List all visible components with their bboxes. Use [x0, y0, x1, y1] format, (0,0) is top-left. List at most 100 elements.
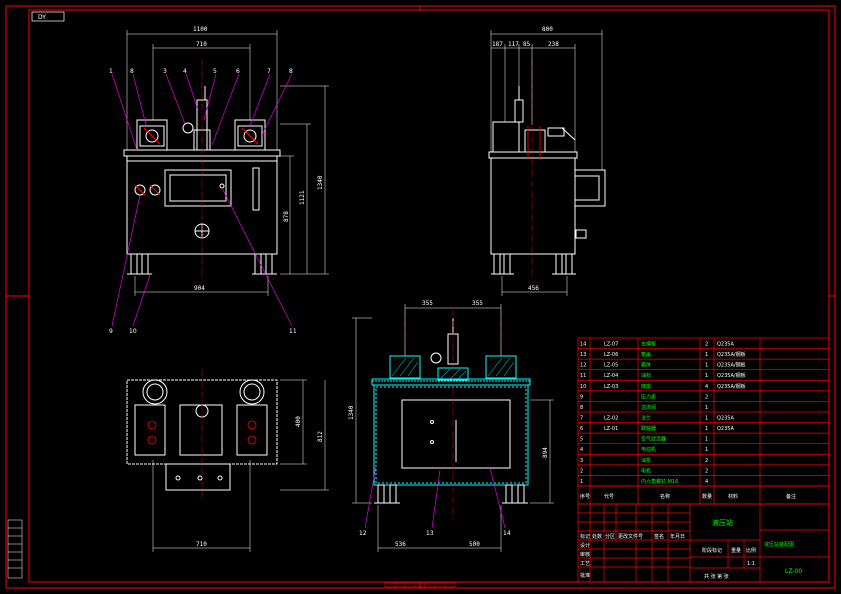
parts-cell-qty: 2 [705, 458, 708, 464]
front-balloon-11: 11 [289, 328, 297, 335]
tb-col-zone: 分区 [605, 533, 615, 540]
dim-front-overall-width: 1100 [193, 26, 208, 33]
front-balloon-2: 8 [130, 68, 134, 75]
dim-front-inner-width: 710 [196, 41, 207, 48]
parts-cell-qty: 2 [705, 468, 708, 474]
tb-company: 液压站装配图 [764, 541, 794, 548]
parts-cell-name: 支撑板 [641, 341, 656, 348]
parts-cell-qty: 1 [705, 373, 708, 379]
parts-cell-no: 11 [580, 373, 586, 379]
section-balloon-13: 13 [426, 530, 434, 537]
parts-cell-no: 4 [580, 447, 583, 453]
tb-sign-process: 工艺 [580, 561, 590, 567]
front-balloon-10: 10 [129, 328, 137, 335]
tb-stage-weight: 重量 [731, 547, 741, 554]
dim-section-bottom-b: 500 [469, 541, 480, 548]
parts-cell-qty: 1 [705, 447, 708, 453]
parts-header-mat: 材料 [728, 493, 738, 500]
tb-col-mark: 标记 [580, 533, 590, 540]
parts-cell-name: 油泵 [641, 457, 651, 464]
parts-cell-mat: Q235A [717, 342, 734, 348]
parts-cell-name: 空气滤清器 [641, 436, 666, 443]
front-balloon-3: 3 [163, 68, 167, 75]
parts-cell-qty: 4 [705, 479, 708, 485]
dim-side-b: 117 [508, 41, 519, 48]
parts-cell-no: 14 [580, 342, 586, 348]
dim-section-right: 355 [472, 300, 483, 307]
parts-cell-name: 底座 [641, 383, 651, 390]
parts-cell-no: 8 [580, 405, 583, 411]
drawing-frame [5, 5, 836, 589]
sheet-tag: DY [31, 11, 65, 22]
parts-cell-no: 1 [580, 479, 583, 485]
parts-cell-mat: Q235A [717, 415, 734, 421]
tb-drawing-code: LZ-00 [785, 568, 802, 575]
parts-cell-name: 油标 [641, 372, 651, 379]
parts-cell-code: LZ-01 [604, 426, 618, 432]
dim-side-base: 456 [528, 285, 539, 292]
parts-cell-name: 溢流阀 [641, 404, 656, 411]
parts-cell-name: 电动机 [641, 446, 656, 453]
tb-col-count: 处数 [592, 533, 602, 540]
tb-col-date: 年月日 [670, 533, 685, 540]
tb-stage-mark: 阶段标记 [702, 547, 722, 554]
section-view: 355 355 1340 894 536 500 12 13 14 [348, 300, 554, 552]
dim-section-inner-height: 894 [542, 447, 549, 458]
tb-drawing-name: 液压站 [712, 518, 733, 527]
parts-header: 序号 代号 名称 数量 材料 备注 [577, 485, 830, 505]
parts-cell-code: LZ-07 [604, 342, 618, 348]
parts-cell-code: LZ-03 [604, 384, 618, 390]
parts-cell-mat: Q235A/钢板 [717, 372, 746, 379]
dim-side-c: 85 [523, 41, 531, 48]
parts-cell-no: 7 [580, 415, 583, 421]
parts-header-qty: 数量 [702, 493, 712, 500]
dim-section-height: 1340 [348, 405, 355, 420]
parts-header-name: 名称 [660, 493, 670, 500]
parts-cell-no: 2 [580, 468, 583, 474]
sheet-tag-text: DY [38, 14, 46, 21]
front-balloon-8: 8 [289, 68, 293, 75]
parts-cell-qty: 1 [705, 437, 708, 443]
parts-cell-code: LZ-04 [604, 373, 618, 379]
tb-sign-approve: 批准 [580, 572, 590, 579]
dim-side-a: 187 [492, 41, 503, 48]
front-balloon-4: 4 [183, 68, 187, 75]
dim-top-width: 710 [196, 541, 207, 548]
section-balloon-12: 12 [359, 530, 367, 537]
parts-cell-code: LZ-06 [604, 352, 618, 358]
parts-header-note: 备注 [786, 493, 796, 500]
dim-top-depth-total: 812 [317, 431, 324, 442]
tb-col-change: 更改文件号 [618, 533, 643, 540]
parts-cell-qty: 1 [705, 363, 708, 369]
dim-front-base-width: 904 [194, 285, 205, 292]
title-block: 标记 处数 分区 更改文件号 签名 年月日 设计 审核 工艺 批准 液压站 液压… [577, 503, 830, 583]
parts-cell-no: 12 [580, 363, 586, 369]
parts-cell-qty: 2 [705, 342, 708, 348]
parts-cell-name: 压力表 [641, 393, 656, 400]
parts-cell-code: LZ-02 [604, 415, 618, 421]
parts-cell-mat: Q235A/钢板 [717, 383, 746, 390]
parts-header-no: 序号 [580, 493, 590, 500]
front-balloon-5: 5 [213, 68, 217, 75]
tb-stage-scale: 比例 [746, 547, 756, 554]
parts-cell-name: 联轴器 [641, 425, 656, 432]
side-view: 800 187 117 85 238 456 [488, 26, 606, 296]
parts-cell-name: 箱盖 [641, 351, 651, 358]
parts-cell-qty: 1 [705, 352, 708, 358]
parts-cell-code: LZ-05 [604, 363, 618, 369]
tb-sign-check: 审核 [580, 551, 590, 558]
parts-cell-name: 内六角螺钉 M16 [641, 478, 678, 485]
dim-side-d: 238 [548, 41, 559, 48]
parts-cell-no: 10 [580, 384, 586, 390]
tb-col-sign: 签名 [654, 533, 664, 540]
parts-cell-mat: Q235A/钢板 [717, 351, 746, 358]
parts-cell-no: 5 [580, 437, 583, 443]
dim-top-depth: 400 [295, 416, 302, 427]
parts-cell-no: 6 [580, 426, 583, 432]
tb-sheet-label: 共 张 第 张 [704, 573, 729, 580]
front-view: 1100 710 904 1340 1121 878 1 8 3 4 5 6 7 [109, 26, 329, 335]
parts-cell-qty: 1 [705, 405, 708, 411]
parts-cell-mat: Q235A [717, 426, 734, 432]
